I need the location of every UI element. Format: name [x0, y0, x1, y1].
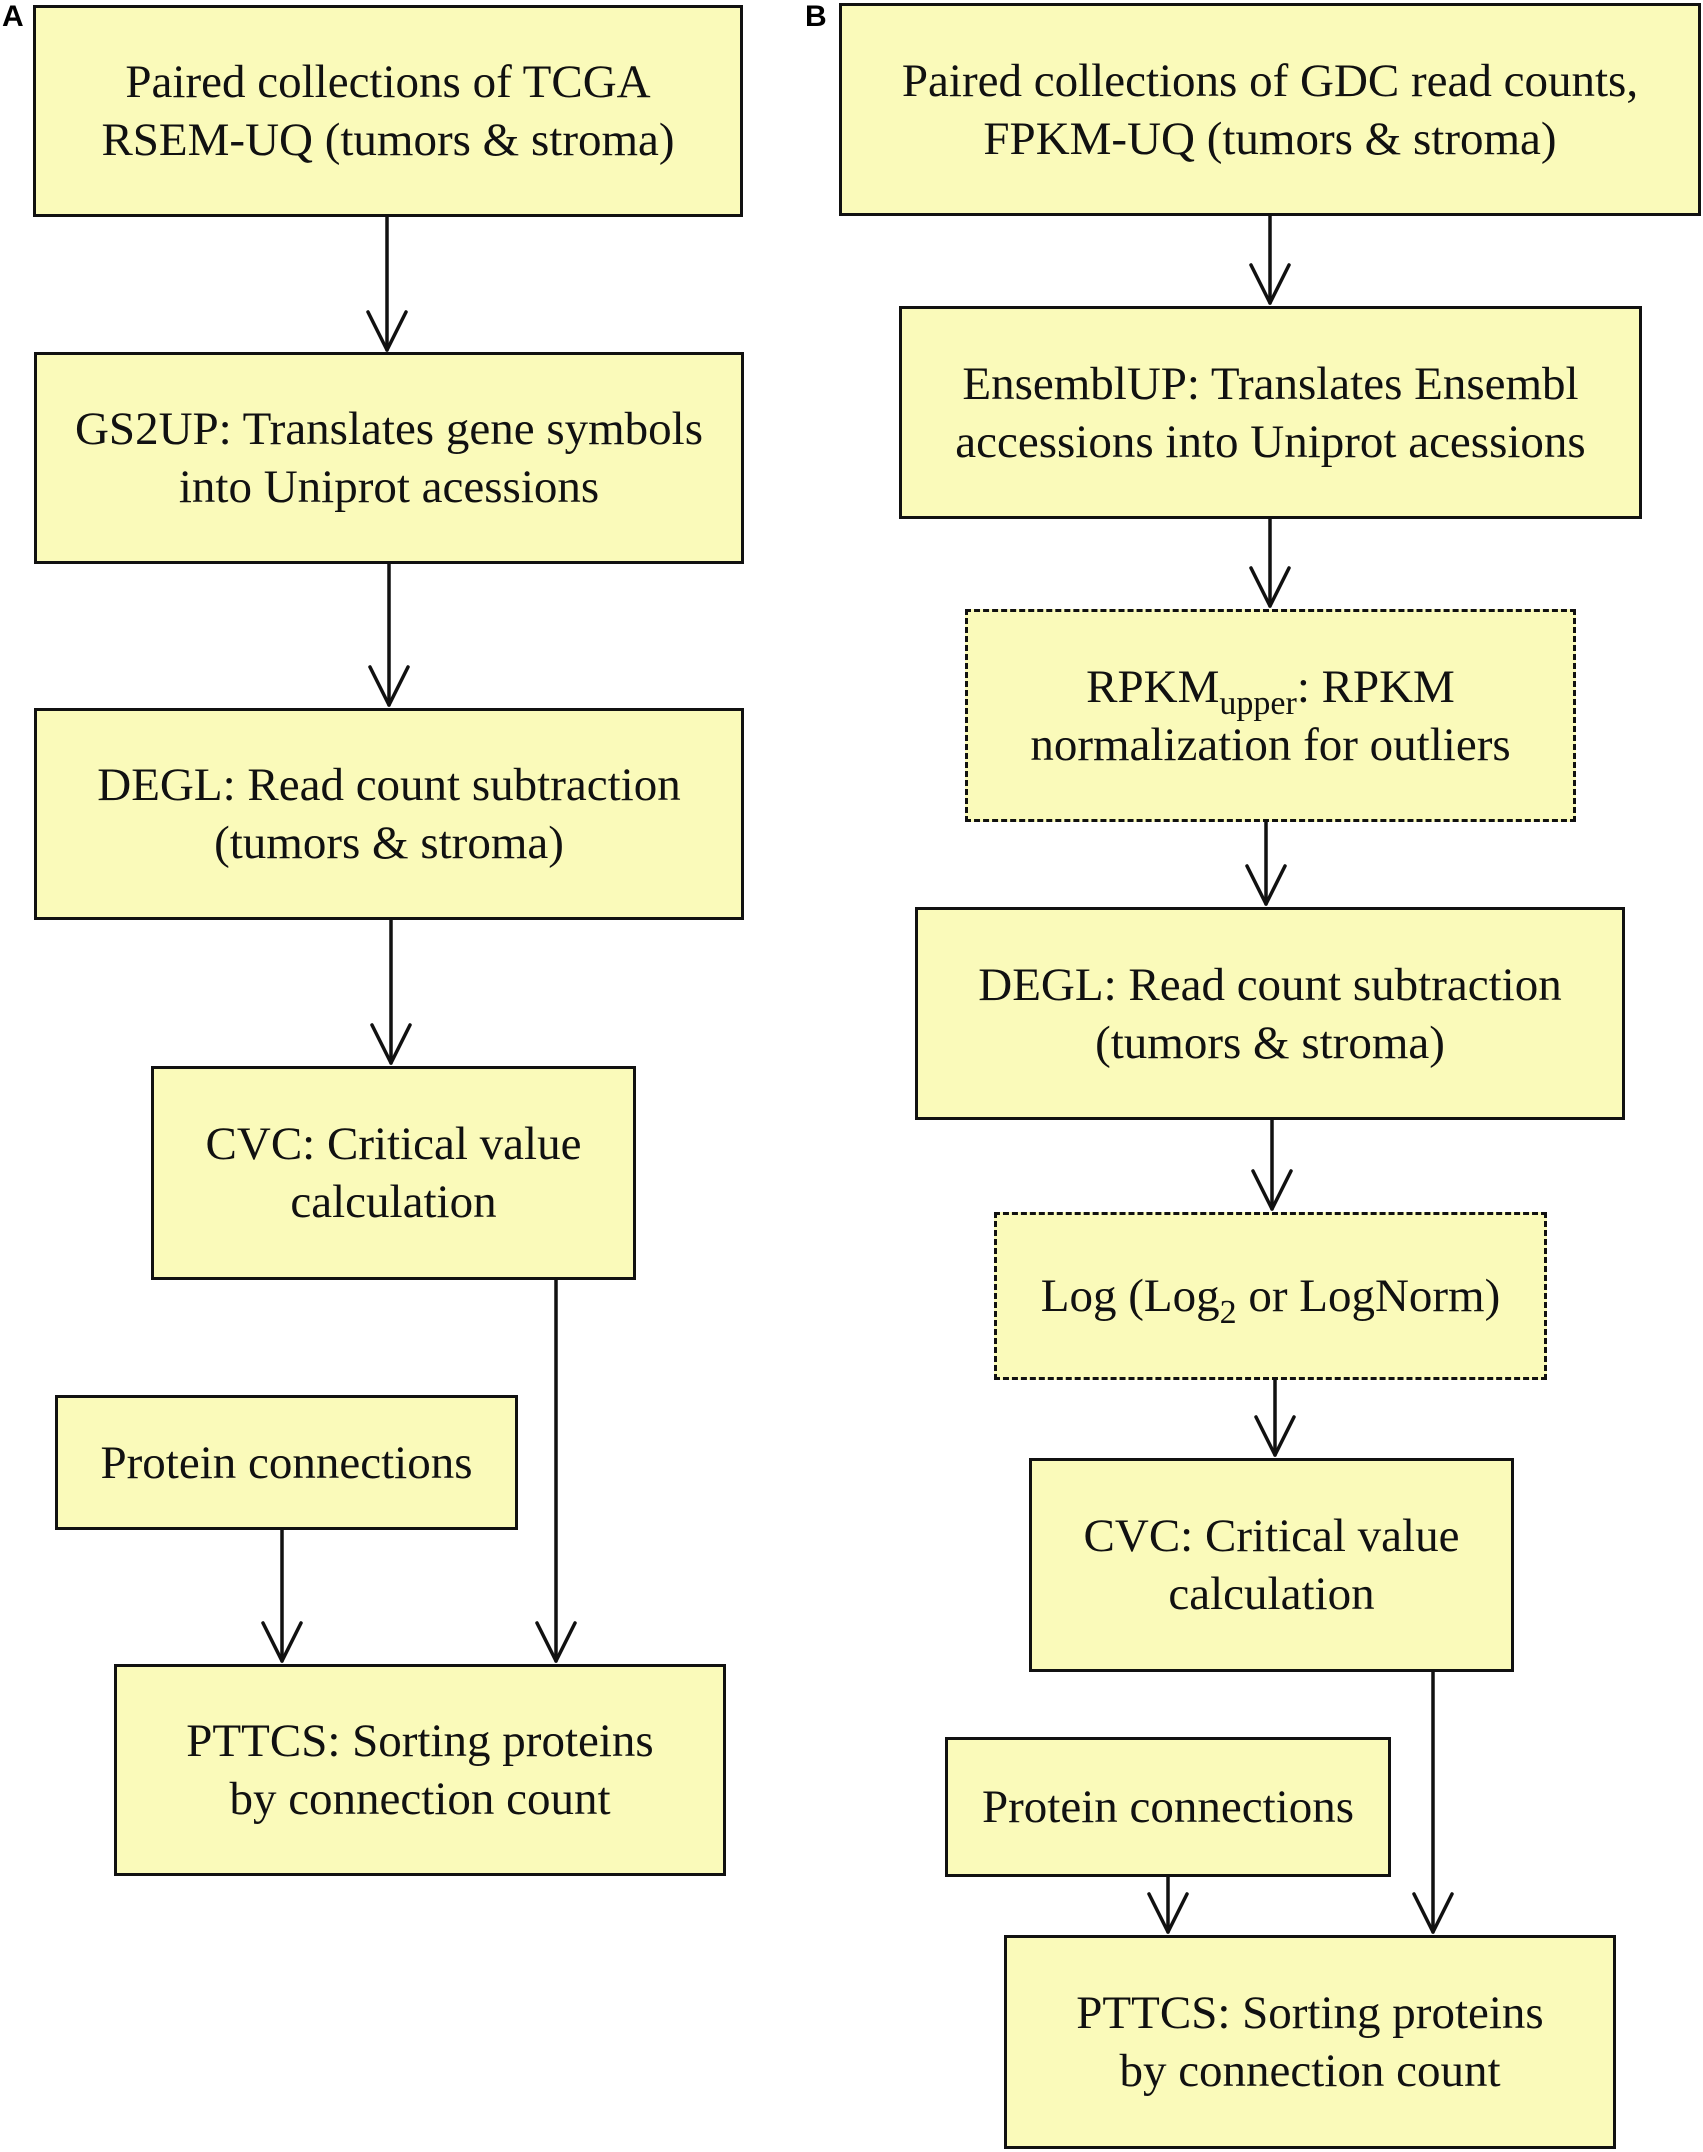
panel-a-cvc-line-2: calculation — [290, 1176, 497, 1228]
panel-b-ensembl-box: EnsemblUP: Translates Ensembl accessions… — [899, 306, 1642, 519]
arrow-b-cvc-to-pttcs — [1412, 1670, 1454, 1934]
rpkm-rest: : RPKM — [1296, 660, 1455, 713]
panel-a-protein-connections-box: Protein connections — [55, 1395, 518, 1530]
panel-a-tcga-line-2: RSEM-UQ (tumors & stroma) — [101, 114, 675, 166]
panel-b-pttcs-line-2: by connection count — [1119, 2045, 1501, 2097]
panel-a-pttcs-box: PTTCS: Sorting proteins by connection co… — [114, 1664, 726, 1876]
panel-a-tcga-box: Paired collections of TCGA RSEM-UQ (tumo… — [33, 5, 743, 217]
panel-b-degl-box: DEGL: Read count subtraction (tumors & s… — [915, 907, 1625, 1120]
arrow-b-rpkm-to-degl — [1245, 820, 1287, 906]
panel-a-pttcs-line-1: PTTCS: Sorting proteins — [186, 1715, 654, 1767]
arrow-b-protein-to-pttcs — [1147, 1875, 1189, 1934]
panel-b-gdc-line-1: Paired collections of GDC read counts, — [901, 54, 1639, 107]
panel-a-label: A — [2, 0, 24, 33]
panel-b-protein-line-1: Protein connections — [981, 1781, 1354, 1833]
panel-a-protein-line-1: Protein connections — [100, 1436, 473, 1489]
panel-b-cvc-box: CVC: Critical value calculation — [1029, 1458, 1514, 1672]
arrow-b-log-to-cvc — [1254, 1378, 1296, 1457]
panel-b-rpkm-line-2: normalization for outliers — [1030, 718, 1511, 771]
panel-a-cvc-box: CVC: Critical value calculation — [151, 1066, 636, 1280]
panel-a-gs2up-line-1: GS2UP: Translates gene symbols — [74, 403, 704, 455]
arrow-a-gs2up-to-degl — [368, 562, 410, 707]
arrow-b-ensembl-to-rpkm — [1249, 517, 1291, 608]
panel-b-protein-connections-box: Protein connections — [945, 1737, 1391, 1877]
panel-b-ensembl-line-2: accessions into Uniprot acessions — [955, 415, 1586, 468]
panel-b-pttcs-line-1: PTTCS: Sorting proteins — [1076, 1987, 1544, 2039]
panel-a-cvc-line-1: CVC: Critical value — [205, 1118, 582, 1170]
panel-a-gs2up-box: GS2UP: Translates gene symbols into Unip… — [34, 352, 744, 564]
panel-b-log-line-1: Log (Log2 or LogNorm) — [1040, 1267, 1501, 1330]
rpkm-subscript: upper — [1219, 684, 1297, 722]
panel-a-degl-line-1: DEGL: Read count subtraction — [97, 759, 681, 811]
log-post: or LogNorm) — [1236, 1270, 1501, 1322]
panel-b-gdc-box: Paired collections of GDC read counts, F… — [839, 3, 1701, 216]
panel-b-label: B — [805, 0, 827, 33]
arrow-a-tcga-to-gs2up — [366, 215, 408, 352]
panel-b-gdc-line-2: FPKM-UQ (tumors & stroma) — [983, 112, 1557, 165]
panel-b-cvc-line-1: CVC: Critical value — [1083, 1510, 1460, 1562]
arrow-a-degl-to-cvc — [370, 918, 412, 1065]
panel-b-cvc-line-2: calculation — [1168, 1568, 1375, 1620]
panel-a-tcga-line-1: Paired collections of TCGA — [125, 56, 651, 108]
log-subscript: 2 — [1219, 1294, 1237, 1331]
panel-b-rpkm-box: RPKMupper: RPKM normalization for outlie… — [965, 609, 1576, 822]
panel-b-degl-line-2: (tumors & stroma) — [1095, 1016, 1445, 1069]
arrow-a-protein-to-pttcs — [261, 1528, 303, 1663]
panel-b-log-box: Log (Log2 or LogNorm) — [994, 1212, 1547, 1380]
panel-a-degl-line-2: (tumors & stroma) — [214, 817, 564, 869]
log-pre: Log (Log — [1040, 1270, 1220, 1322]
panel-a-degl-box: DEGL: Read count subtraction (tumors & s… — [34, 708, 744, 920]
arrow-b-degl-to-log — [1251, 1118, 1293, 1211]
panel-b-pttcs-box: PTTCS: Sorting proteins by connection co… — [1004, 1935, 1616, 2149]
panel-a-pttcs-line-2: by connection count — [229, 1773, 611, 1825]
panel-b-ensembl-line-1: EnsemblUP: Translates Ensembl — [962, 357, 1579, 410]
panel-b-rpkm-line-1: RPKMupper: RPKM — [1030, 658, 1510, 721]
arrow-b-gdc-to-ensembl — [1249, 214, 1291, 305]
arrow-a-cvc-to-pttcs — [535, 1278, 577, 1663]
panel-b-degl-line-1: DEGL: Read count subtraction — [978, 958, 1562, 1011]
rpkm-main: RPKM — [1086, 660, 1220, 713]
panel-a-gs2up-line-2: into Uniprot acessions — [178, 461, 600, 513]
